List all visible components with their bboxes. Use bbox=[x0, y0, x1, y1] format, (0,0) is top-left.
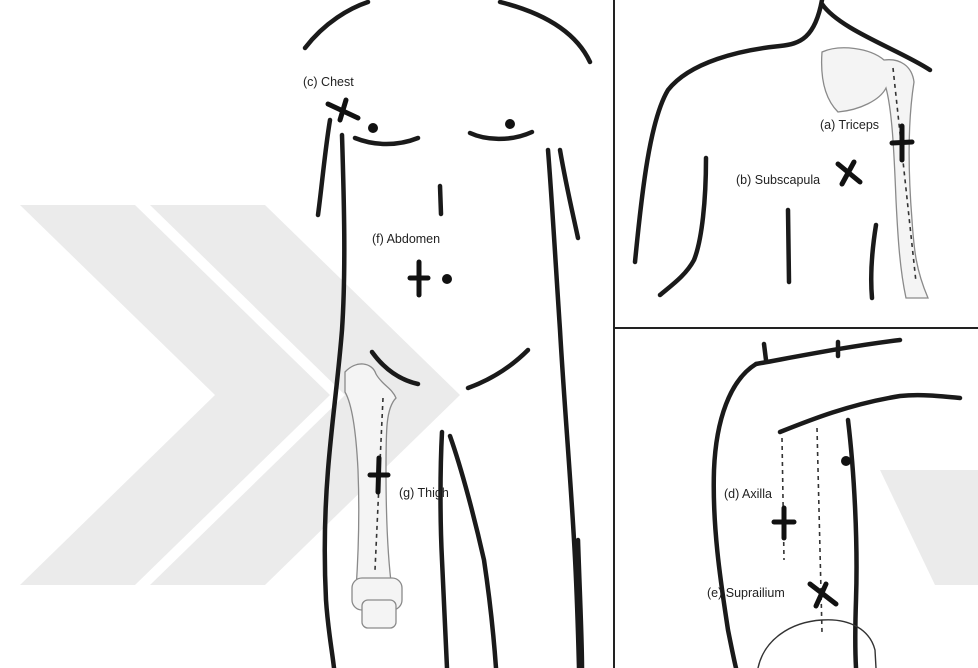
back-left-flank-outline bbox=[660, 158, 706, 295]
side-nipple bbox=[841, 456, 851, 466]
humerus-bone bbox=[822, 48, 928, 298]
chest-site-marker bbox=[328, 100, 358, 120]
neck-left-line bbox=[764, 344, 766, 360]
right-inguinal-line bbox=[468, 350, 528, 388]
triceps-label: (a) Triceps bbox=[820, 118, 879, 132]
watermark-chevrons bbox=[20, 205, 978, 585]
arm-underside-outline bbox=[780, 395, 960, 432]
suprailium-site-marker bbox=[810, 584, 836, 606]
pelvis-outline bbox=[758, 620, 876, 668]
abdomen-site-marker bbox=[410, 262, 428, 295]
inner-thigh-right-outline bbox=[450, 436, 496, 668]
left-nipple bbox=[368, 123, 378, 133]
spine-line bbox=[788, 210, 789, 282]
navel bbox=[442, 274, 452, 284]
back-body-figure: (a) Triceps (b) Subscapula bbox=[635, 0, 930, 298]
suprailium-label: (e) Suprailium bbox=[707, 586, 785, 600]
side-back-outline bbox=[714, 364, 756, 668]
abdomen-label: (f) Abdomen bbox=[372, 232, 440, 246]
inner-leg-outline bbox=[441, 432, 448, 668]
right-pectoral-line bbox=[470, 132, 532, 139]
left-pectoral-line bbox=[355, 138, 418, 144]
shoulder-outline bbox=[756, 340, 900, 364]
back-right-flank-outline bbox=[871, 225, 876, 298]
sternum-line bbox=[440, 186, 441, 214]
right-shoulder-outline bbox=[500, 2, 590, 62]
left-shoulder-outline bbox=[305, 2, 368, 48]
axilla-label: (d) Axilla bbox=[724, 487, 772, 501]
subscapula-site-marker bbox=[838, 162, 860, 184]
thigh-label: (g) Thigh bbox=[399, 486, 449, 500]
right-arm-outline bbox=[560, 150, 578, 238]
left-arm-outline bbox=[318, 120, 330, 215]
axilla-site-marker bbox=[774, 508, 794, 538]
right-nipple bbox=[505, 119, 515, 129]
axilla-measurement-line bbox=[782, 438, 784, 560]
side-chest-outline bbox=[848, 420, 857, 668]
subscapula-label: (b) Subscapula bbox=[736, 173, 820, 187]
back-left-shoulder-outline bbox=[635, 0, 822, 262]
chest-label: (c) Chest bbox=[303, 75, 354, 89]
